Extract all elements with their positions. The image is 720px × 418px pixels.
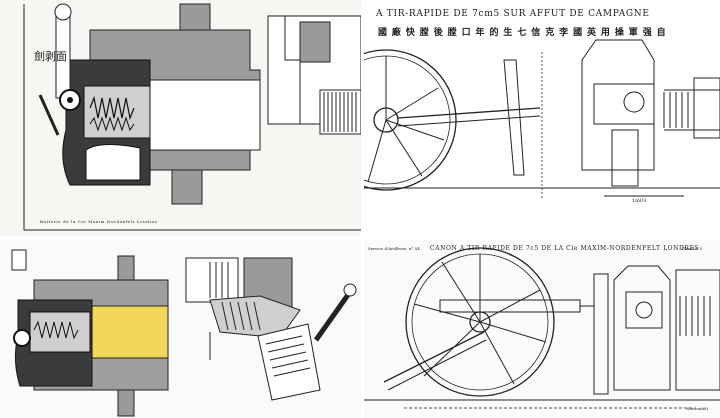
highlighted-section-svg: [11, 249, 357, 417]
gun-carriage-side-view: CANON A TIR RAPIDE DE 7c5 DE LA Cie MAXI…: [364, 240, 720, 418]
breech-section-drawing: 劍剥面 Batterie de la Cie Maxim Nordenfelt …: [0, 0, 361, 236]
carriage-svg: [364, 39, 720, 200]
plate-title: CANON A TIR RAPIDE DE 7c5 DE LA Cie MAXI…: [430, 245, 700, 252]
title-french: A TIR-RAPIDE DE 7cm5 SUR AFFUT DE CAMPAG…: [376, 9, 650, 19]
plate-caption: Batterie de la Cie Maxim Nordenfelt Lond…: [40, 219, 158, 224]
bottom-note: Nordenfelt: [686, 406, 709, 411]
breech-section-svg: 劍剥面: [23, 3, 361, 231]
side-view-svg: [364, 247, 720, 409]
left-note: Service d'Artillerie, n° 54: [368, 246, 420, 251]
field-carriage-drawing: A TIR-RAPIDE DE 7cm5 SUR AFFUT DE CAMPAG…: [364, 0, 720, 236]
breech-section-highlighted: [0, 240, 361, 418]
plate-number: Planche V: [682, 246, 703, 251]
title-chinese: 國 廠 快 膛 後 膛 口 年 的 生 七 信 克 李 國 英 用 操 軍 强 …: [378, 28, 667, 38]
side-label: 劍剥面: [34, 49, 67, 63]
dimension-label: 1m03: [632, 198, 647, 204]
